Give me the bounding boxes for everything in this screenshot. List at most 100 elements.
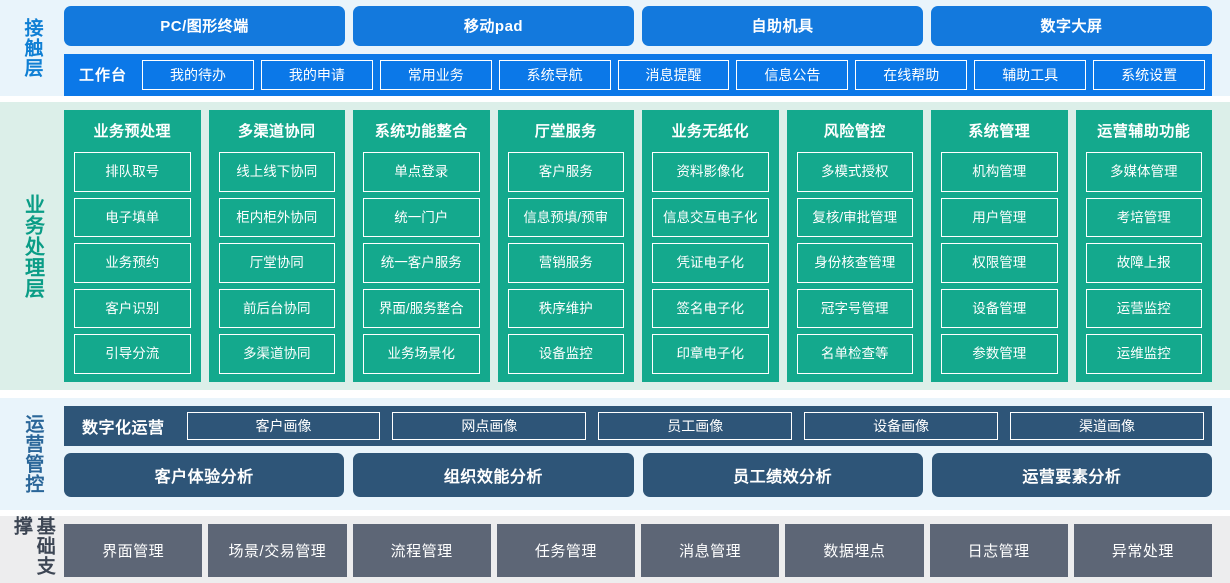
business-item[interactable]: 多模式授权 <box>796 152 913 192</box>
business-item[interactable]: 冠字号管理 <box>796 288 913 329</box>
business-item[interactable]: 统一门户 <box>363 197 480 238</box>
business-item[interactable]: 业务预约 <box>74 243 191 283</box>
business-item[interactable]: 排队取号 <box>74 152 191 192</box>
business-column-multichannel: 多渠道协同 线上线下协同 柜内柜外协同 厅堂协同 前后台协同 多渠道协同 <box>208 110 345 382</box>
workbench-item-system-settings[interactable]: 系统设置 <box>1093 59 1206 90</box>
business-column-title: 多渠道协同 <box>237 123 316 140</box>
workbench-item-common-business[interactable]: 常用业务 <box>379 59 492 90</box>
business-item[interactable]: 营销服务 <box>507 243 624 283</box>
channel-tab-self-service[interactable]: 自助机具 <box>642 6 923 46</box>
analysis-item-customer-experience[interactable]: 客户体验分析 <box>64 453 345 497</box>
business-item[interactable]: 用户管理 <box>941 197 1058 238</box>
business-column-title: 风险管控 <box>823 123 886 140</box>
business-column-title: 业务预处理 <box>93 123 171 140</box>
business-item[interactable]: 线上线下协同 <box>218 152 335 192</box>
analysis-item-org-efficiency[interactable]: 组织效能分析 <box>353 453 634 497</box>
business-item[interactable]: 身份核查管理 <box>796 243 913 283</box>
business-column-paperless: 业务无纸化 资料影像化 信息交互电子化 凭证电子化 签名电子化 印章电子化 <box>642 110 779 382</box>
business-item[interactable]: 凭证电子化 <box>652 243 769 283</box>
workbench-item-my-application[interactable]: 我的申请 <box>260 59 373 90</box>
portrait-item-employee[interactable]: 员工画像 <box>598 412 793 440</box>
business-item[interactable]: 单点登录 <box>363 152 480 192</box>
workbench-item-my-todo[interactable]: 我的待办 <box>142 59 254 90</box>
business-column-title: 业务无纸化 <box>671 123 749 140</box>
business-item[interactable]: 界面/服务整合 <box>363 288 480 329</box>
business-column-title: 系统管理 <box>968 123 1031 140</box>
analysis-item-employee-performance[interactable]: 员工绩效分析 <box>642 453 923 497</box>
workbench-item-system-navigation[interactable]: 系统导航 <box>498 59 611 90</box>
business-column-system-management: 系统管理 机构管理 用户管理 权限管理 设备管理 参数管理 <box>931 110 1068 382</box>
business-item[interactable]: 前后台协同 <box>218 288 335 329</box>
business-item[interactable]: 考培管理 <box>1085 197 1202 238</box>
foundation-item-ui-management[interactable]: 界面管理 <box>64 524 203 577</box>
foundation-item-message-management[interactable]: 消息管理 <box>641 524 780 577</box>
business-item[interactable]: 参数管理 <box>941 334 1058 374</box>
business-item[interactable]: 权限管理 <box>941 243 1058 283</box>
contact-layer-band: 接触层 PC/图形终端 移动pad 自助机具 数字大屏 工作台 我的待办 <box>0 0 1230 96</box>
business-column-title: 系统功能整合 <box>374 123 468 140</box>
business-item[interactable]: 故障上报 <box>1085 243 1202 283</box>
business-layer-band: 业务处理层 业务预处理 排队取号 电子填单 业务预约 客户识别 引导分流 多渠道… <box>0 102 1230 390</box>
business-item[interactable]: 业务场景化 <box>363 334 480 374</box>
foundation-item-data-tracking[interactable]: 数据埋点 <box>785 524 924 577</box>
portrait-item-branch[interactable]: 网点画像 <box>392 412 587 440</box>
portrait-item-channel[interactable]: 渠道画像 <box>1010 412 1204 440</box>
business-column-risk-control: 风险管控 多模式授权 复核/审批管理 身份核查管理 冠字号管理 名单检查等 <box>786 110 923 382</box>
business-item[interactable]: 多渠道协同 <box>218 334 335 374</box>
channel-tab-label: 移动pad <box>463 18 524 36</box>
business-item[interactable]: 统一客户服务 <box>363 243 480 283</box>
business-layer-label: 业务处理层 <box>21 193 44 299</box>
business-item[interactable]: 资料影像化 <box>652 152 769 192</box>
portrait-item-customer[interactable]: 客户画像 <box>186 412 381 440</box>
business-item[interactable]: 信息交互电子化 <box>652 197 769 238</box>
business-item[interactable]: 运维监控 <box>1085 334 1202 374</box>
workbench-item-message-alert[interactable]: 消息提醒 <box>617 59 730 90</box>
business-columns: 业务预处理 排队取号 电子填单 业务预约 客户识别 引导分流 多渠道协同 线上线… <box>64 110 1212 382</box>
channel-tab-pc[interactable]: PC/图形终端 <box>64 6 345 46</box>
operations-layer-band: 运营管控 数字化运营 客户画像 网点画像 员工画像 设备画像 渠道画像 客户体验… <box>0 398 1230 510</box>
operations-layer-body: 数字化运营 客户画像 网点画像 员工画像 设备画像 渠道画像 客户体验分析 组织… <box>64 398 1230 510</box>
foundation-item-process-management[interactable]: 流程管理 <box>352 524 491 577</box>
business-item[interactable]: 引导分流 <box>74 334 191 374</box>
business-item[interactable]: 厅堂协同 <box>218 243 335 283</box>
business-item[interactable]: 印章电子化 <box>652 334 769 374</box>
workbench-row: 工作台 我的待办 我的申请 常用业务 系统导航 消息提醒 信息公告 在线帮助 辅… <box>64 53 1212 96</box>
channel-tab-label: 自助机具 <box>751 18 814 36</box>
business-layer-body: 业务预处理 排队取号 电子填单 业务预约 客户识别 引导分流 多渠道协同 线上线… <box>64 102 1230 390</box>
business-column-ops-support: 运营辅助功能 多媒体管理 考培管理 故障上报 运营监控 运维监控 <box>1075 110 1212 382</box>
channel-tab-label: 数字大屏 <box>1040 18 1103 36</box>
channel-tab-digital-screen[interactable]: 数字大屏 <box>931 6 1212 46</box>
workbench-item-aux-tools[interactable]: 辅助工具 <box>974 59 1087 90</box>
business-item[interactable]: 多媒体管理 <box>1085 152 1202 192</box>
business-column-title: 运营辅助功能 <box>1097 123 1191 140</box>
business-item[interactable]: 运营监控 <box>1085 288 1202 329</box>
foundation-items-row: 界面管理 场景/交易管理 流程管理 任务管理 消息管理 数据埋点 日志管理 异常… <box>64 524 1212 577</box>
foundation-item-scenario-transaction[interactable]: 场景/交易管理 <box>208 524 347 577</box>
business-column-system-integration: 系统功能整合 单点登录 统一门户 统一客户服务 界面/服务整合 业务场景化 <box>353 110 490 382</box>
business-item[interactable]: 签名电子化 <box>652 288 769 329</box>
analysis-item-ops-elements[interactable]: 运营要素分析 <box>931 453 1212 497</box>
business-item[interactable]: 客户识别 <box>74 288 191 329</box>
business-item[interactable]: 客户服务 <box>507 152 624 192</box>
foundation-item-task-management[interactable]: 任务管理 <box>496 524 635 577</box>
channel-tab-mobile-pad[interactable]: 移动pad <box>353 6 634 46</box>
business-column-title: 厅堂服务 <box>534 123 597 140</box>
business-column-preprocessing: 业务预处理 排队取号 电子填单 业务预约 客户识别 引导分流 <box>64 110 201 382</box>
business-item[interactable]: 复核/审批管理 <box>796 197 913 238</box>
business-item[interactable]: 设备监控 <box>507 334 624 374</box>
business-item[interactable]: 机构管理 <box>941 152 1058 192</box>
channel-tabs-row: PC/图形终端 移动pad 自助机具 数字大屏 <box>64 6 1212 46</box>
business-item[interactable]: 名单检查等 <box>796 334 913 374</box>
foundation-layer-label: 基础支撑 <box>11 516 55 576</box>
foundation-item-exception-handling[interactable]: 异常处理 <box>1073 524 1212 577</box>
workbench-item-online-help[interactable]: 在线帮助 <box>855 59 968 90</box>
foundation-item-log-management[interactable]: 日志管理 <box>929 524 1068 577</box>
business-item[interactable]: 电子填单 <box>74 197 191 238</box>
business-item[interactable]: 秩序维护 <box>507 288 624 329</box>
business-item[interactable]: 信息预填/预审 <box>507 197 624 238</box>
workbench-item-announcement[interactable]: 信息公告 <box>736 59 849 90</box>
portrait-item-device[interactable]: 设备画像 <box>804 412 999 440</box>
business-item[interactable]: 柜内柜外协同 <box>218 197 335 238</box>
business-item[interactable]: 设备管理 <box>941 288 1058 329</box>
